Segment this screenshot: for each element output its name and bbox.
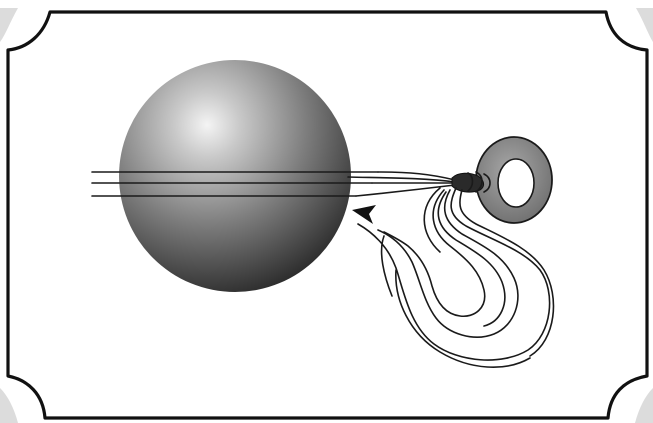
corner-flourish-bottom-left bbox=[0, 388, 18, 423]
corner-flourish-top-right bbox=[636, 8, 653, 42]
corner-flourish-top-left bbox=[0, 8, 18, 42]
corner-flourish-bottom-right bbox=[635, 388, 653, 423]
ring-icon bbox=[476, 137, 552, 223]
sphere-icon bbox=[119, 60, 351, 292]
